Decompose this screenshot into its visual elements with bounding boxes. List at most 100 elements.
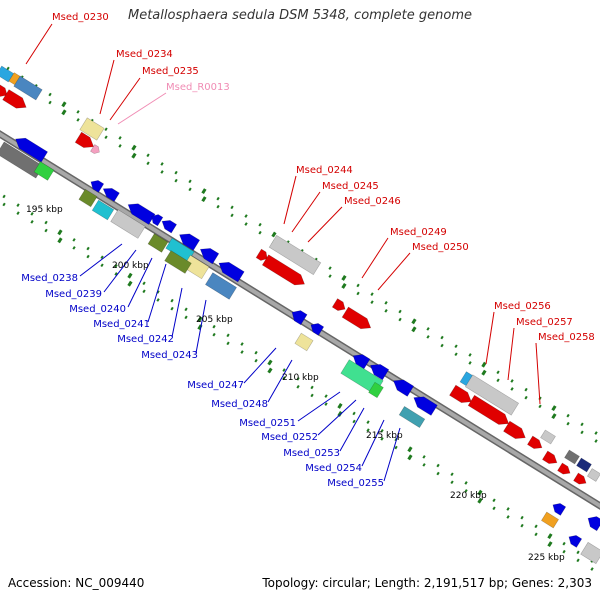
gene-feature bbox=[352, 354, 371, 370]
gene-label[interactable]: Msed_0254 bbox=[305, 463, 362, 474]
scale-tick bbox=[282, 376, 286, 380]
gene-label[interactable]: Msed_0239 bbox=[45, 289, 102, 300]
scale-tick bbox=[267, 367, 273, 374]
scale-tick bbox=[426, 335, 430, 339]
scale-tick bbox=[534, 524, 538, 529]
gene-label[interactable]: Msed_0242 bbox=[117, 334, 174, 345]
gene-label[interactable]: Msed_0256 bbox=[494, 301, 551, 312]
scale-tick bbox=[464, 481, 468, 485]
scale-tick bbox=[594, 439, 598, 443]
gene-feature bbox=[467, 394, 510, 425]
gene-label[interactable]: Msed_0250 bbox=[412, 242, 469, 253]
scale-tick bbox=[44, 228, 48, 233]
scale-tick bbox=[296, 384, 300, 389]
scale-tick bbox=[356, 291, 360, 296]
scale-tick bbox=[197, 316, 203, 323]
scale-tick bbox=[407, 454, 413, 461]
scale-tick bbox=[328, 266, 332, 270]
gene-label[interactable]: Msed_0241 bbox=[93, 319, 150, 330]
scale-tick bbox=[142, 289, 146, 294]
leader-line bbox=[267, 359, 293, 403]
scale-tick bbox=[16, 203, 20, 207]
gene-feature bbox=[527, 435, 543, 449]
scale-tick bbox=[547, 533, 553, 540]
gene-feature bbox=[552, 503, 567, 516]
scale-tick bbox=[100, 263, 104, 268]
gene-feature bbox=[587, 516, 600, 532]
scale-tick bbox=[551, 405, 557, 412]
gene-feature bbox=[0, 65, 14, 83]
gene-label[interactable]: Msed_0252 bbox=[261, 432, 318, 443]
gene-label[interactable]: Msed_0243 bbox=[141, 350, 198, 361]
leader-line bbox=[383, 427, 401, 482]
leader-line bbox=[127, 257, 153, 308]
gene-label[interactable]: Msed_0251 bbox=[239, 418, 296, 429]
scale-tick bbox=[104, 135, 108, 140]
gene-feature bbox=[398, 406, 426, 428]
gene-label[interactable]: Msed_0258 bbox=[538, 332, 595, 343]
gene-label[interactable]: Msed_0240 bbox=[69, 304, 126, 315]
gene-feature bbox=[542, 450, 558, 464]
scale-tick bbox=[244, 222, 248, 226]
scale-tick bbox=[580, 422, 584, 427]
gene-labels: Msed_0230Msed_0234Msed_0235Msed_R0013Mse… bbox=[21, 12, 595, 489]
gene-label[interactable]: Msed_0246 bbox=[344, 196, 401, 207]
scale-tick bbox=[324, 402, 328, 406]
gene-label[interactable]: Msed_0230 bbox=[52, 12, 109, 23]
scale-tick bbox=[324, 394, 328, 398]
leader-line bbox=[99, 59, 115, 115]
scale-tick bbox=[188, 187, 192, 192]
gene-label[interactable]: Msed_0248 bbox=[211, 399, 268, 410]
scale-tick bbox=[16, 211, 20, 215]
scale-tick bbox=[506, 507, 510, 511]
scale-label: 200 kbp bbox=[112, 261, 149, 271]
gene-label[interactable]: Msed_0253 bbox=[283, 448, 340, 459]
gene-feature bbox=[91, 199, 115, 221]
scale-tick bbox=[440, 343, 444, 348]
scale-tick bbox=[160, 162, 164, 166]
gene-feature bbox=[199, 248, 220, 265]
scale-tick bbox=[366, 428, 370, 432]
gene-feature bbox=[255, 248, 268, 261]
scale-tick bbox=[576, 550, 580, 555]
scale-tick bbox=[520, 523, 524, 528]
gene-label[interactable]: Msed_R0013 bbox=[166, 82, 230, 93]
scale-label: 210 kbp bbox=[282, 373, 319, 383]
leader-line bbox=[361, 237, 389, 279]
map-title: Metallosphaera sedula DSM 5348, complete… bbox=[127, 8, 473, 23]
scale-tick bbox=[454, 344, 458, 349]
scale-tick bbox=[411, 318, 417, 325]
scale-tick bbox=[481, 361, 487, 368]
scale-tick bbox=[2, 202, 6, 207]
leader-line bbox=[307, 206, 343, 243]
scale-tick bbox=[562, 541, 566, 546]
leader-line bbox=[109, 77, 141, 121]
gene-label[interactable]: Msed_0247 bbox=[187, 380, 244, 391]
scale-tick bbox=[370, 292, 374, 296]
gene-feature bbox=[0, 84, 8, 97]
gene-label[interactable]: Msed_0234 bbox=[116, 49, 173, 60]
leader-line bbox=[317, 399, 357, 436]
gene-feature bbox=[164, 250, 192, 274]
gene-feature bbox=[540, 429, 556, 445]
scale-tick bbox=[174, 170, 178, 175]
scale-tick bbox=[170, 298, 174, 303]
gene-label[interactable]: Msed_0235 bbox=[142, 66, 199, 77]
gene-label[interactable]: Msed_0249 bbox=[390, 227, 447, 238]
gene-label[interactable]: Msed_0257 bbox=[516, 317, 573, 328]
gene-label[interactable]: Msed_0255 bbox=[327, 478, 384, 489]
scale-tick bbox=[566, 413, 570, 418]
gene-label[interactable]: Msed_0244 bbox=[296, 165, 353, 176]
gene-label[interactable]: Msed_0245 bbox=[322, 181, 379, 192]
scale-tick bbox=[477, 489, 483, 496]
scale-tick bbox=[440, 335, 444, 340]
gene-feature bbox=[294, 332, 314, 352]
gene-feature bbox=[161, 220, 177, 234]
scale-tick bbox=[76, 118, 80, 122]
gene-label[interactable]: Msed_0238 bbox=[21, 273, 78, 284]
scale-tick bbox=[160, 170, 164, 174]
scale-tick bbox=[492, 506, 496, 511]
scale-tick bbox=[48, 92, 52, 97]
scale-tick bbox=[496, 378, 500, 383]
gene-feature bbox=[110, 209, 146, 239]
